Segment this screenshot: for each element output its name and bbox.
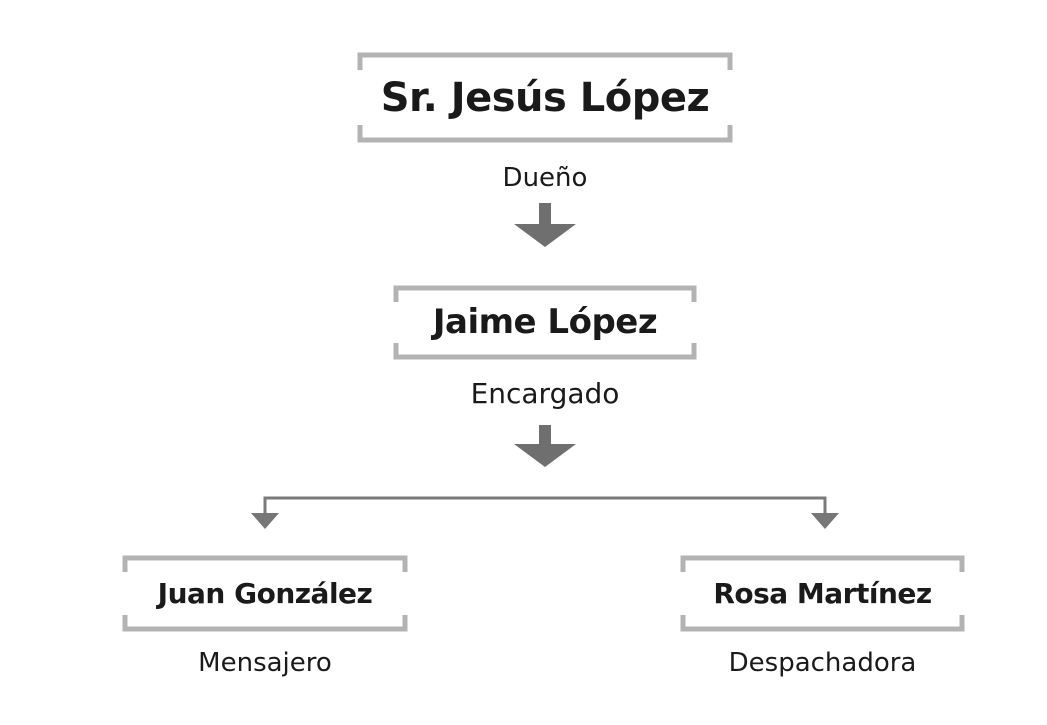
node-name: Jaime López [432, 302, 658, 342]
arrow-down-icon [514, 203, 576, 247]
node-name: Rosa Martínez [713, 576, 932, 610]
node-report: Juan González [125, 564, 405, 622]
node-name: Juan González [157, 576, 373, 610]
node-top: Sr. Jesús López [360, 62, 730, 134]
node-role: Encargado [470, 377, 620, 410]
node-report: Rosa Martínez [683, 564, 962, 622]
node-frame-middle [393, 285, 697, 360]
arrow-down-icon [514, 425, 576, 467]
arrow-down-icon [811, 513, 839, 529]
node-name: Sr. Jesús López [380, 75, 710, 121]
node-role: Mensajero [198, 648, 332, 678]
node-role: Dueño [502, 163, 588, 193]
node-middle: Jaime López [396, 294, 694, 350]
node-frame-report-right [680, 555, 965, 632]
node-frame-top [357, 52, 733, 143]
node-frame-report-left [122, 555, 408, 632]
branch-connector [263, 496, 827, 514]
arrow-down-icon [251, 513, 279, 529]
node-role: Despachadora [728, 648, 917, 678]
